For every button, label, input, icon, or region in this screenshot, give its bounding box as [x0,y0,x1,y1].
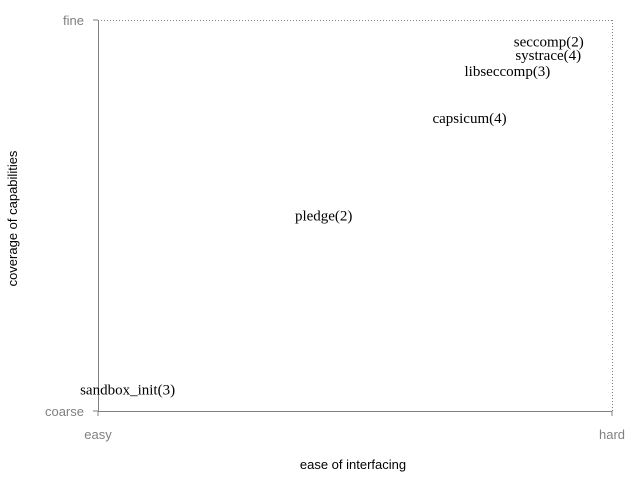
point-label-0: seccomp(2) [514,35,584,51]
point-label-2: libseccomp(3) [465,64,551,80]
y-tick-label-1: fine [63,13,84,28]
data-points: seccomp(2)systrace(4)libseccomp(3) capsic… [80,35,584,399]
y-ticks: coarse fine [45,13,98,419]
point-label-4: pledge(2) [295,209,352,225]
point-label-1: systrace(4) [515,48,581,64]
y-tick-label-0: coarse [45,404,84,419]
y-axis-title: coverage of capabilities [5,150,20,286]
x-axis-title: ease of interfacing [300,457,406,472]
point-label-5: sandbox_init(3) [80,382,175,398]
point-label-3: capsicum(4) [432,111,506,127]
plot-frame [98,20,613,412]
x-tick-label-0: easy [84,427,112,442]
x-tick-label-1: hard [599,427,625,442]
x-ticks: easy hard [84,411,625,442]
